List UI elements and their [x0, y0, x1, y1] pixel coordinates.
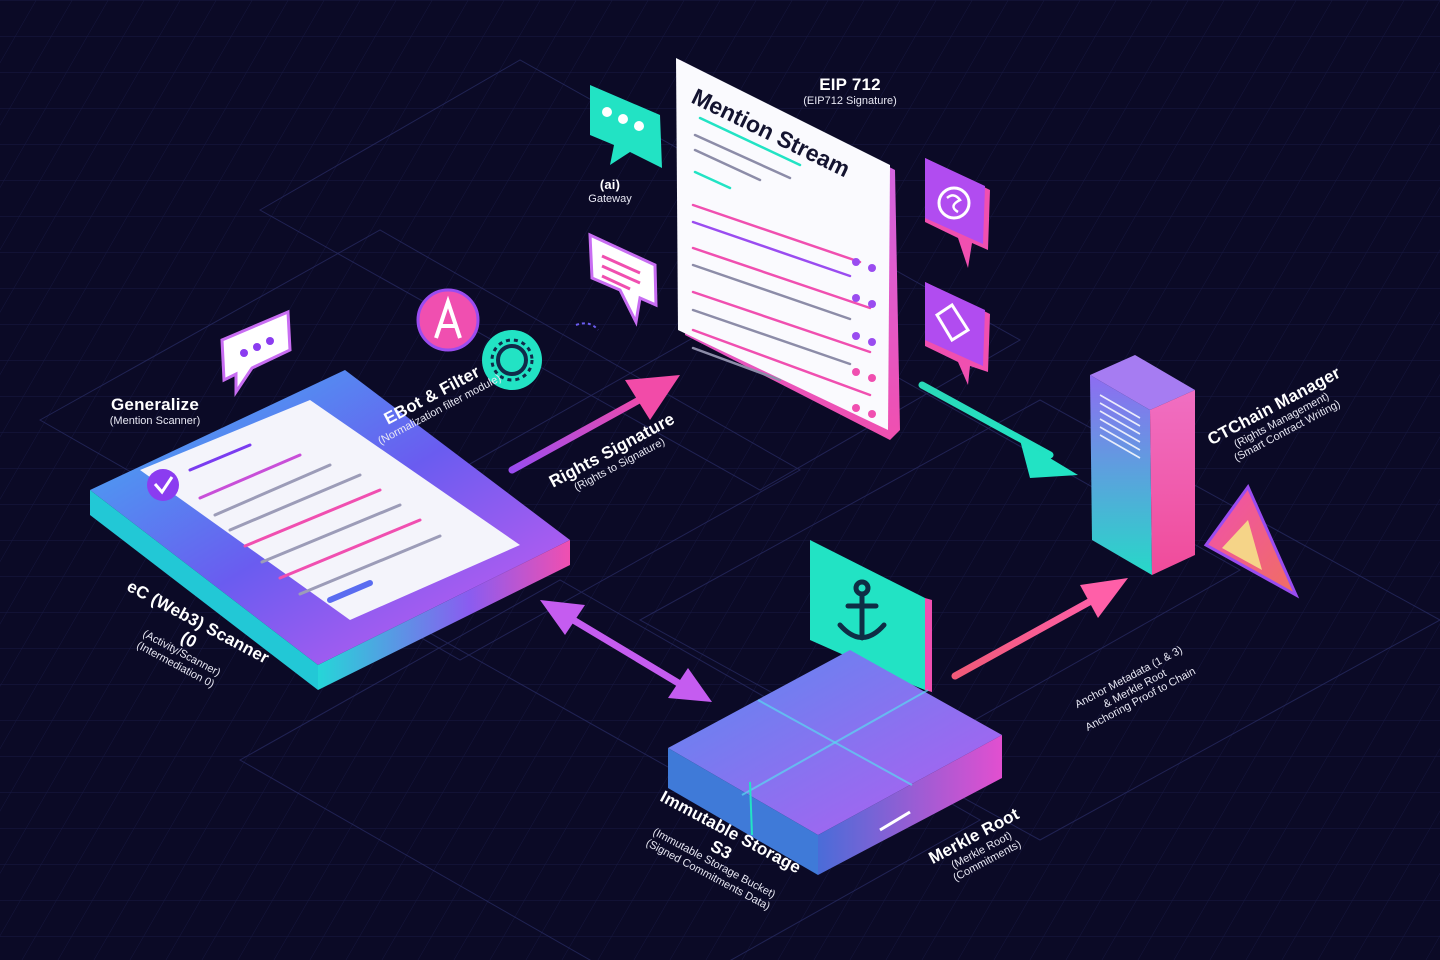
label-eip712-sub: (EIP712 Signature)	[803, 94, 897, 107]
dashed-connector	[575, 322, 599, 331]
document-lines	[691, 116, 872, 397]
letter-a-icon	[416, 288, 480, 352]
label-generalize-title: Generalize	[111, 395, 199, 414]
gear-icon	[482, 330, 542, 390]
label-chat: (ai) Gateway	[560, 177, 660, 206]
document-row-icons	[852, 258, 876, 418]
chat-bubble-top	[590, 85, 662, 168]
mention-stream-panel	[676, 58, 900, 440]
arrow-storage-to-server	[951, 578, 1128, 680]
dollar-badge	[925, 158, 990, 268]
anchor-icon	[837, 579, 887, 641]
arrow-stream-to-server	[918, 381, 1078, 478]
warning-triangle-icon	[1203, 484, 1300, 599]
arrow-tablet-storage-bidirectional	[540, 600, 712, 702]
label-generalize-sub: (Mention Scanner)	[109, 414, 201, 427]
label-chat-title: (ai)	[599, 177, 621, 192]
chain-manager-server	[1090, 355, 1195, 575]
dollar-icon	[937, 186, 971, 220]
server-icon	[1099, 394, 1141, 459]
signature-badge	[925, 282, 990, 385]
storage-box	[668, 650, 1002, 875]
message-lines-bubble	[588, 232, 658, 327]
scanner-tablet	[90, 370, 570, 690]
label-generalize: Generalize (Mention Scanner)	[90, 395, 220, 427]
signature-icon	[934, 302, 971, 343]
scanner-screen-lines	[188, 443, 442, 603]
chat-bubble-left	[220, 309, 292, 397]
check-avatar-icon	[147, 469, 179, 501]
chat-bubble-icon	[240, 337, 274, 357]
arrow-tablet-to-stream	[508, 375, 680, 474]
label-eip712: EIP 712 (EIP712 Signature)	[760, 75, 940, 107]
anchor-sign	[810, 540, 932, 692]
label-chat-sub: Gateway	[588, 192, 632, 205]
label-eip712-title: EIP 712	[819, 75, 881, 94]
